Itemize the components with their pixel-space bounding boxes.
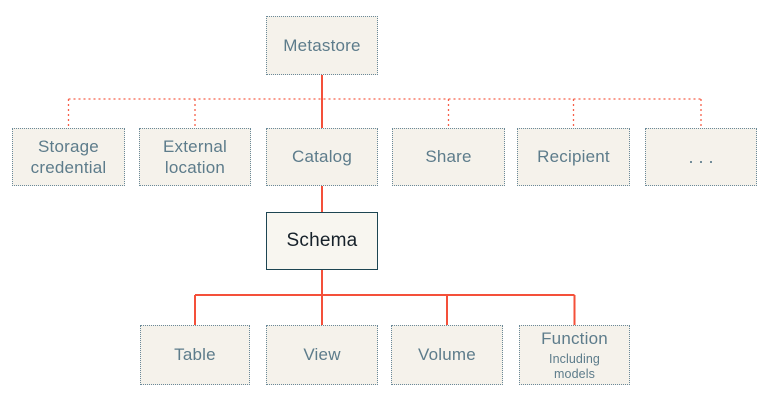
node-recipient: Recipient	[517, 128, 630, 186]
node-ellipsis-label: ...	[688, 146, 719, 167]
node-external-location-label: External location	[163, 136, 227, 177]
solid-connector-paths	[194, 75, 576, 325]
node-metastore: Metastore	[266, 16, 378, 75]
node-volume: Volume	[391, 325, 503, 385]
node-catalog: Catalog	[266, 128, 378, 186]
node-function: Function Including models	[519, 325, 630, 385]
node-share: Share	[392, 128, 505, 186]
node-table: Table	[140, 325, 250, 385]
dotted-connector-paths	[67, 98, 702, 127]
node-function-content: Function Including models	[538, 328, 612, 381]
node-storage-credential: Storage credential	[12, 128, 125, 186]
node-storage-credential-label: Storage credential	[30, 136, 107, 177]
node-view: View	[266, 325, 378, 385]
node-external-location: External location	[139, 128, 251, 186]
node-schema-label: Schema	[286, 230, 358, 252]
node-schema: Schema	[266, 212, 378, 270]
node-volume-label: Volume	[418, 345, 476, 365]
node-function-sublabel: Including models	[549, 351, 600, 381]
node-catalog-label: Catalog	[292, 147, 352, 167]
node-recipient-label: Recipient	[537, 147, 610, 167]
node-table-label: Table	[174, 345, 216, 365]
node-view-label: View	[303, 345, 341, 365]
node-function-label: Function	[541, 329, 608, 349]
node-share-label: Share	[425, 147, 472, 167]
node-metastore-label: Metastore	[283, 35, 361, 55]
node-ellipsis: ...	[645, 128, 757, 186]
